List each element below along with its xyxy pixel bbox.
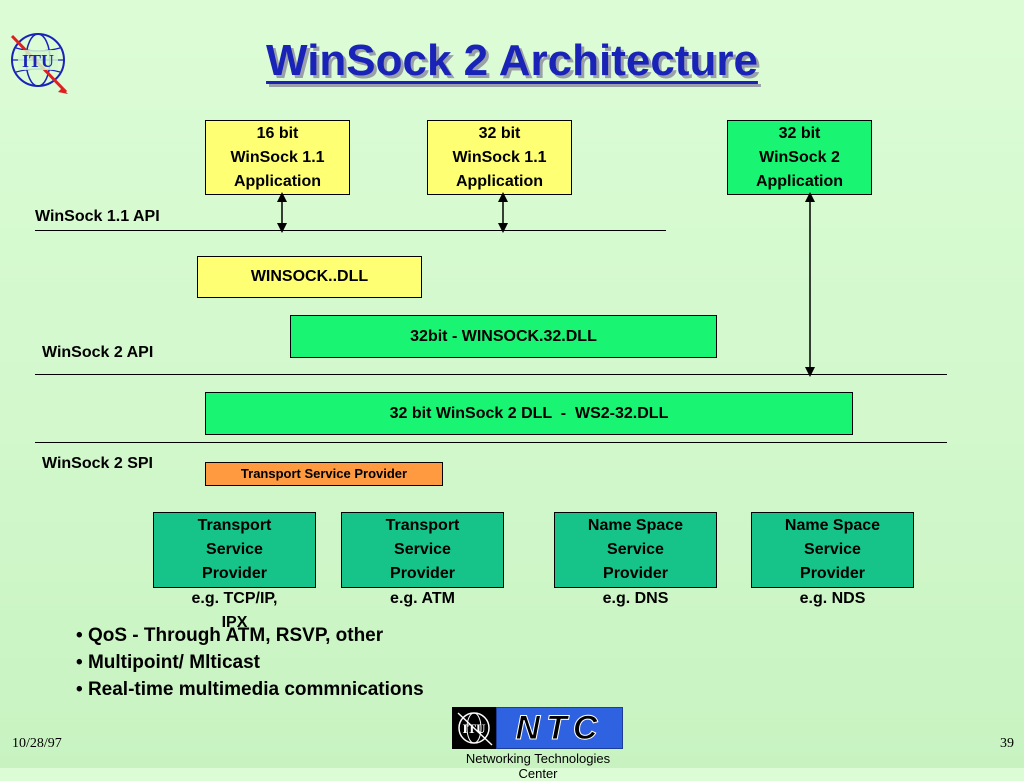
bullet-item: • QoS - Through ATM, RSVP, other	[76, 625, 384, 646]
provider-label: Transport Service Provider	[197, 517, 272, 582]
app-label: 32 bit WinSock 1.1 Application	[452, 124, 547, 190]
provider-transport-tcpip: Transport Service Provider	[153, 512, 316, 588]
winsock11-api-line	[35, 230, 666, 231]
app-label: 32 bit WinSock 2 Application	[755, 124, 844, 190]
winsock32-dll-box: 32bit - WINSOCK.32.DLL	[290, 315, 717, 358]
winsock2-api-label: WinSock 2 API	[42, 344, 154, 361]
app-16bit-winsock11: 16 bit WinSock 1.1 Application	[205, 120, 350, 195]
provider-namespace-nds: Name Space Service Provider	[751, 512, 914, 588]
winsock-dll-box: WINSOCK..DLL	[197, 256, 422, 298]
winsock32-dll-label: 32bit - WINSOCK.32.DLL	[410, 327, 597, 345]
itu-logo-text: ITU	[22, 51, 54, 71]
provider-namespace-dns: Name Space Service Provider	[554, 512, 717, 588]
provider-example-atm: e.g. ATM	[390, 590, 455, 607]
ntc-globe-icon: ITU	[452, 707, 496, 749]
ntc-logo-text: NTC	[496, 707, 623, 749]
bullet-item: • Multipoint/ Mlticast	[76, 652, 260, 673]
provider-label: Name Space Service Provider	[784, 517, 881, 582]
ntc-logo: ITU NTC Networking Technologies Center	[452, 707, 624, 781]
winsock2-api-line	[35, 374, 947, 375]
winsock11-api-label: WinSock 1.1 API	[35, 208, 160, 225]
provider-label: Transport Service Provider	[385, 517, 460, 582]
footer-page-number: 39	[1000, 736, 1014, 751]
ws2-dll-label: 32 bit WinSock 2 DLL - WS2-32.DLL	[389, 404, 669, 422]
bullet-item: • Real-time multimedia commnications	[76, 679, 424, 700]
ws2-dll-box: 32 bit WinSock 2 DLL - WS2-32.DLL	[205, 392, 853, 435]
provider-label: Name Space Service Provider	[587, 517, 684, 582]
winsock2-spi-line	[35, 442, 947, 443]
ntc-logo-subtitle: Networking Technologies Center	[465, 751, 611, 781]
provider-example-nds: e.g. NDS	[799, 590, 866, 607]
page-title: WinSock 2 Architecture	[266, 36, 758, 85]
app-label: 16 bit WinSock 1.1 Application	[230, 124, 325, 190]
provider-example-dns: e.g. DNS	[602, 590, 669, 607]
app-32bit-winsock11: 32 bit WinSock 1.1 Application	[427, 120, 572, 195]
tsp-tag-label: Transport Service Provider	[240, 466, 408, 481]
provider-transport-atm: Transport Service Provider	[341, 512, 504, 588]
winsock2-spi-label: WinSock 2 SPI	[42, 455, 153, 472]
app-32bit-winsock2: 32 bit WinSock 2 Application	[727, 120, 872, 195]
feature-bullets: • QoS - Through ATM, RSVP, other • Multi…	[76, 622, 424, 703]
winsock-dll-label: WINSOCK..DLL	[250, 268, 369, 285]
footer-date: 10/28/97	[12, 736, 62, 751]
itu-logo: ITU	[6, 26, 70, 96]
transport-service-provider-tag: Transport Service Provider	[205, 462, 443, 486]
provider-example-tcpip: e.g. TCP/IP, IPX	[191, 590, 278, 631]
